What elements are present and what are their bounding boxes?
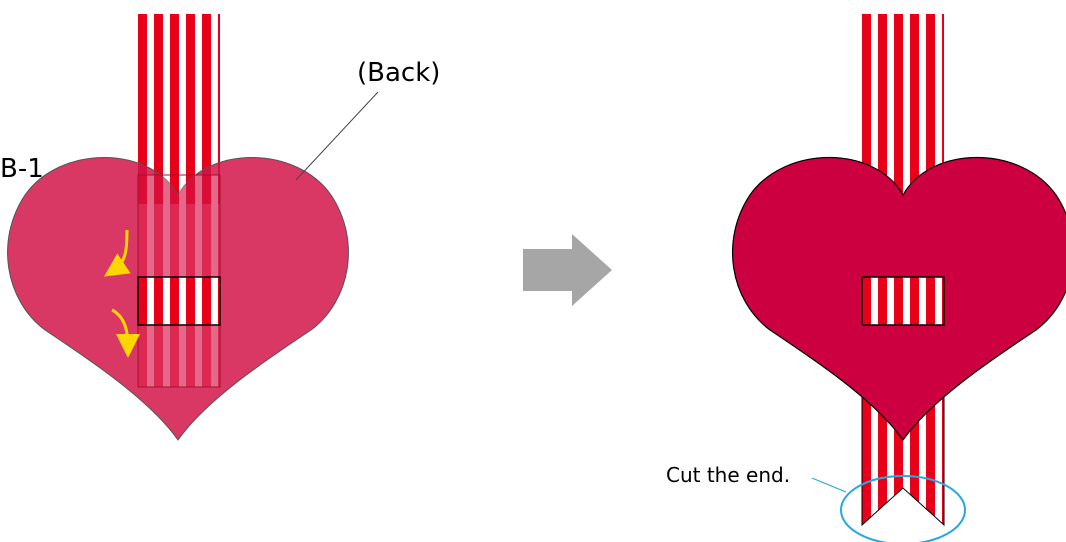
cut-end-note: Cut the end. bbox=[666, 463, 790, 487]
right-arrow-icon bbox=[523, 234, 612, 306]
right-panel: Cut the end. bbox=[666, 14, 1066, 542]
side-label: (Back) bbox=[357, 58, 440, 88]
fold-arrow-icon bbox=[111, 308, 140, 358]
fold-arrow-icon bbox=[104, 229, 131, 277]
slit-window bbox=[137, 276, 221, 326]
slit-window bbox=[861, 276, 945, 326]
back-callout-line bbox=[295, 91, 379, 181]
step-label: B-1 bbox=[0, 154, 44, 184]
cut-end-highlight bbox=[840, 475, 966, 542]
left-panel: B-1 (Back) bbox=[0, 14, 440, 441]
cut-callout-line bbox=[811, 477, 847, 493]
